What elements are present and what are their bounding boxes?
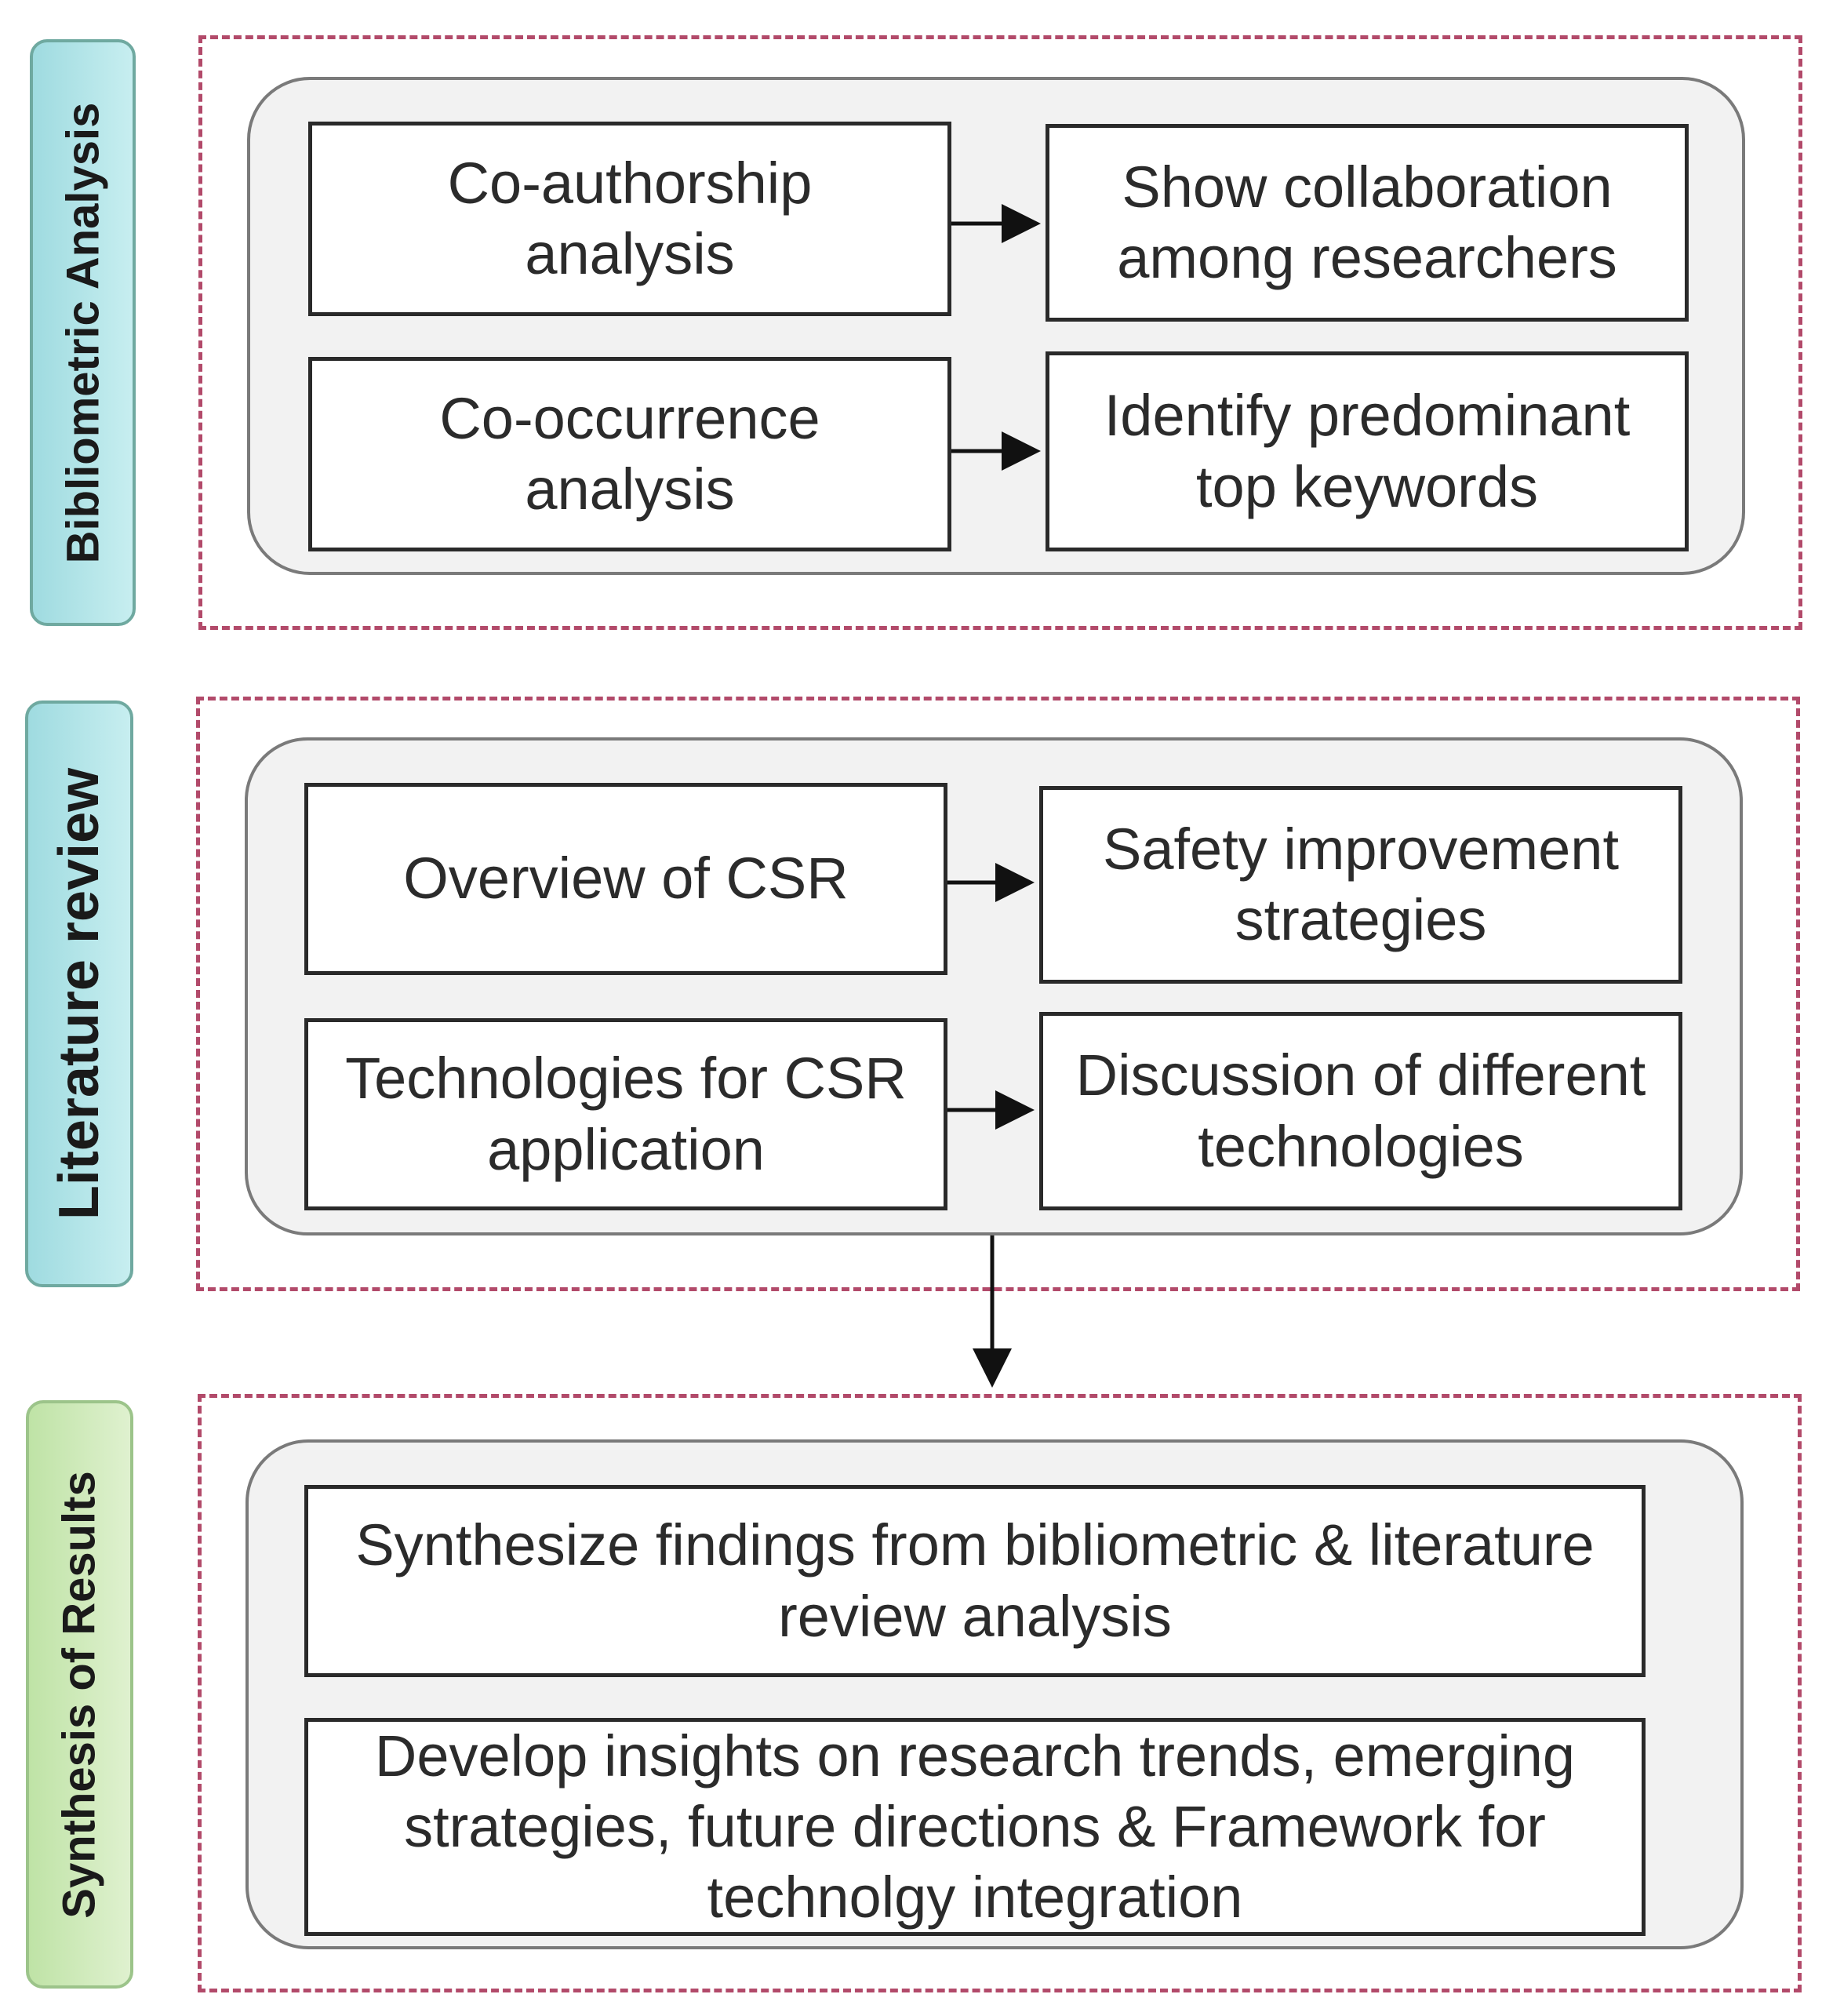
node-text: Technologies for CSR application bbox=[345, 1046, 907, 1182]
node-overview-csr: Overview of CSR bbox=[304, 783, 947, 975]
node-safety-strategies: Safety improvement strategies bbox=[1039, 786, 1682, 984]
node-keywords: Identify predominant top keywords bbox=[1046, 351, 1689, 551]
section-frame-bibliometric bbox=[198, 35, 1802, 630]
node-text: Develop insights on research trends, eme… bbox=[374, 1723, 1576, 1930]
node-text: Co-authorship analysis bbox=[447, 150, 813, 286]
node-text: Synthesize findings from bibliometric & … bbox=[355, 1512, 1595, 1649]
section-label-bibliometric: Bibliometric Analysis bbox=[30, 39, 136, 626]
node-collaboration: Show collaboration among researchers bbox=[1046, 124, 1689, 322]
node-text: Overview of CSR bbox=[403, 846, 849, 912]
node-coauthorship: Co-authorship analysis bbox=[308, 122, 951, 316]
node-synthesize-findings: Synthesize findings from bibliometric & … bbox=[304, 1485, 1646, 1677]
node-text: Identify predominant top keywords bbox=[1104, 383, 1631, 519]
section-frame-literature bbox=[196, 697, 1800, 1291]
node-discussion-technologies: Discussion of different technologies bbox=[1039, 1012, 1682, 1210]
node-text: Co-occurrence analysis bbox=[439, 385, 820, 522]
node-text: Discussion of different technologies bbox=[1075, 1043, 1646, 1179]
node-text: Safety improvement strategies bbox=[1102, 816, 1620, 952]
section-label-literature: Literature review bbox=[25, 701, 133, 1287]
section-label-synthesis: Synthesis of Results bbox=[26, 1400, 133, 1989]
node-text: Show collaboration among researchers bbox=[1117, 154, 1617, 290]
node-develop-insights: Develop insights on research trends, eme… bbox=[304, 1718, 1646, 1936]
node-cooccurrence: Co-occurrence analysis bbox=[308, 357, 951, 551]
section-frame-synthesis bbox=[198, 1394, 1802, 1992]
node-technologies-csr: Technologies for CSR application bbox=[304, 1018, 947, 1210]
